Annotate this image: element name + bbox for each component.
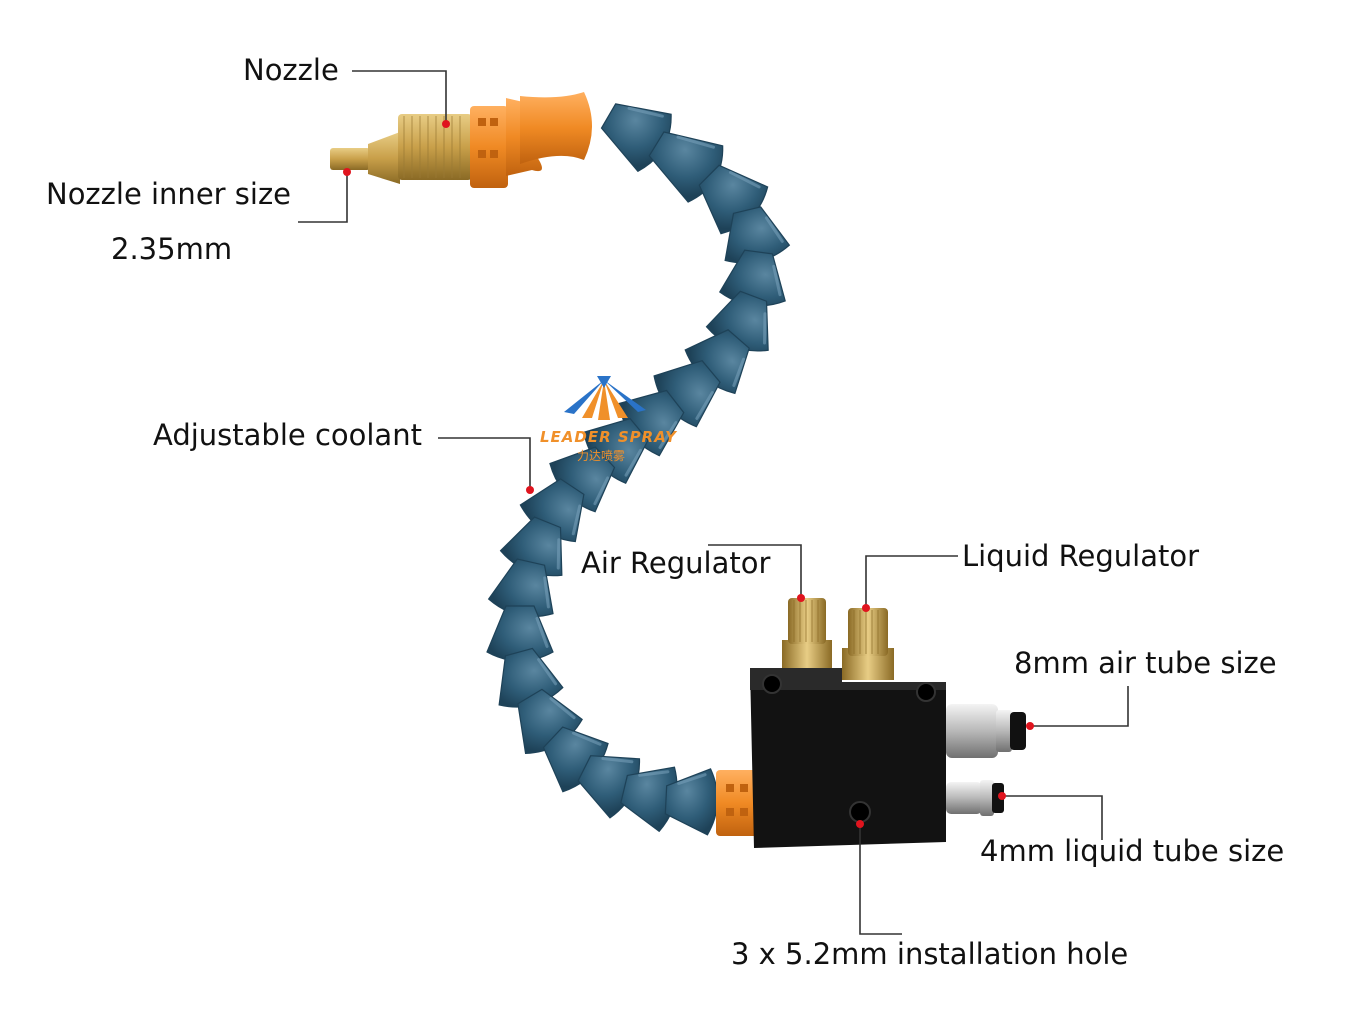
liquid-regulator-marker [862,604,870,612]
installation-hole-label: 3 x 5.2mm installation hole [731,937,1129,971]
air-tube-size-label: 8mm air tube size [1014,646,1277,680]
logo-name: LEADER SPRAY [540,428,678,446]
nozzle-cone [368,132,400,184]
nozzle-inner-leader-line [298,172,348,223]
hose-segment [486,605,554,662]
liquid-tube-fitting [946,780,1004,816]
logo-center-ray [598,380,610,420]
mount-hole [762,674,782,694]
nozzle-label: Nozzle [243,53,339,87]
hose-segment [684,329,750,395]
connector-detail [490,150,498,158]
nozzle-inner-size-value: 2.35mm [111,232,233,266]
liquid-regulator-leader-line [865,555,958,606]
air-tube-marker [1026,722,1034,730]
block-orange-connector [716,770,762,836]
air-regulator-marker [797,594,805,602]
air-regulator-knob [782,598,832,670]
coolant-leader-line [438,437,531,488]
nozzle-inner-marker [343,168,351,176]
nozzle-tip [330,148,370,170]
logo-arrow [597,376,611,388]
installation-hole-leader-line [859,824,902,935]
coolant-marker [526,486,534,494]
liquid-regulator-label: Liquid Regulator [962,539,1200,573]
logo-left-mid-ray [582,380,604,418]
nozzle-assembly [330,92,592,188]
adjustable-coolant-label: Adjustable coolant [153,418,422,452]
connector-detail [478,118,486,126]
mount-hole [849,801,871,823]
knurl-pattern [403,116,461,178]
air-regulator-leader-line [708,544,802,596]
orange-hex-connector [470,106,508,188]
leader-spray-logo: LEADER SPRAY 力达喷雾 [540,376,678,463]
liquid-tube-leader-line [1002,795,1103,840]
logo-right-mid-ray [604,380,628,418]
connector-detail [478,150,486,158]
installation-hole-marker [856,820,864,828]
nozzle-marker [442,120,450,128]
leader-lines [298,70,1129,935]
nozzle-leader-line [352,70,447,122]
logo-subtitle: 力达喷雾 [577,449,625,463]
mount-hole [916,682,936,702]
markers [343,120,1034,828]
liquid-tube-size-label: 4mm liquid tube size [980,834,1285,868]
mixing-block [750,668,946,848]
liquid-regulator-knob [842,608,894,680]
air-tube-fitting [946,704,1026,758]
liquid-tube-marker [998,792,1006,800]
hose-segment [724,206,791,264]
adjustable-coolant-hose [486,103,791,836]
logo-left-ray [564,380,604,414]
nozzle-knurled-body [398,114,472,180]
air-tube-leader-line [1030,686,1129,727]
air-regulator-label: Air Regulator [581,546,771,580]
orange-ball-joint-2 [520,92,592,164]
logo-right-ray [604,380,646,412]
nozzle-inner-size-label: Nozzle inner size [46,177,292,211]
connector-detail [490,118,498,126]
